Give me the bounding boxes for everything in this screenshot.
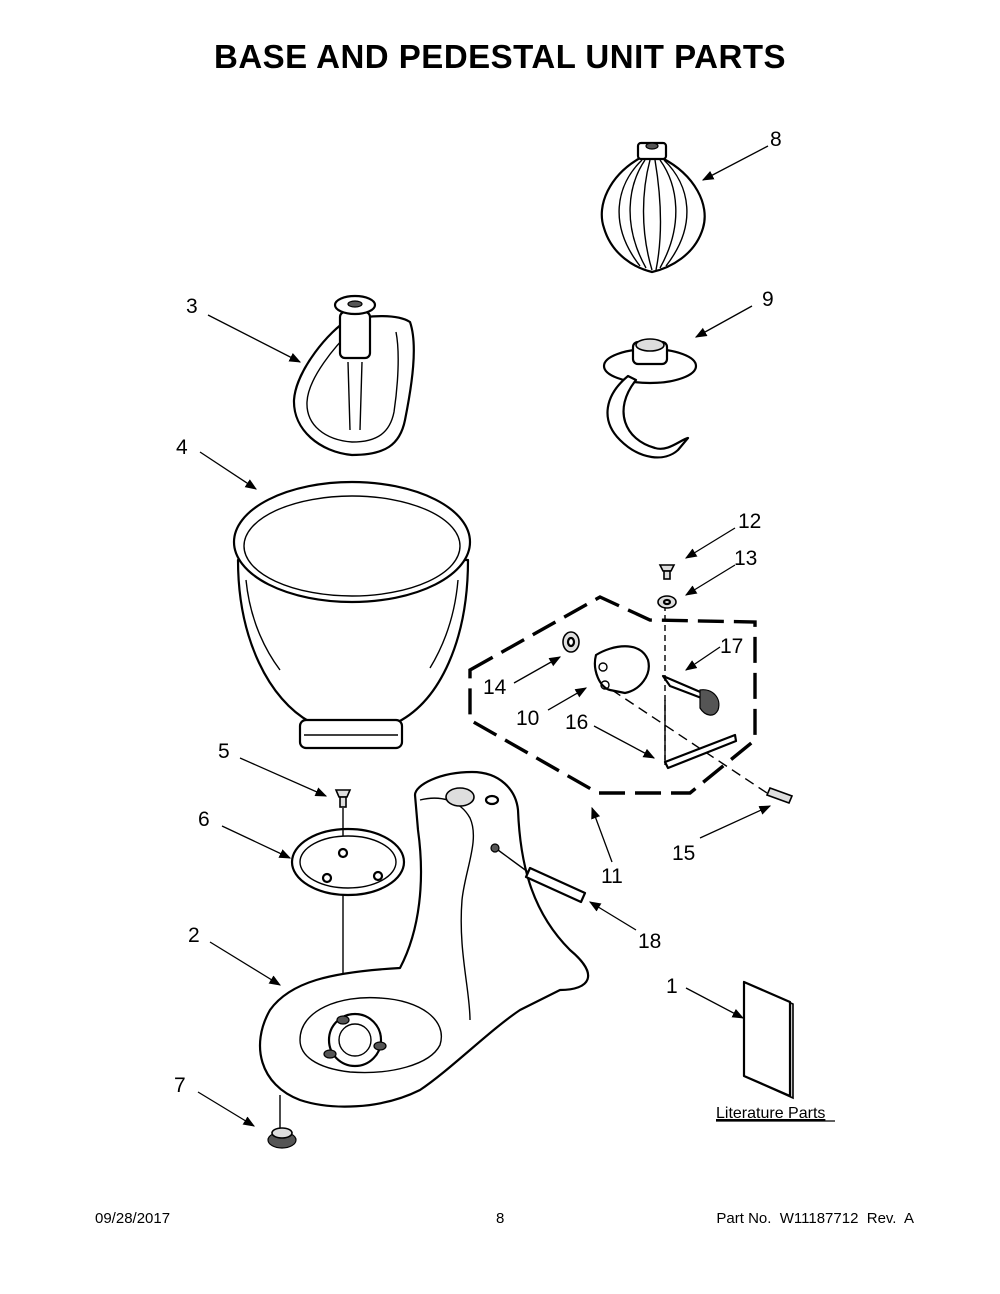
callout-2: 2 bbox=[188, 924, 200, 947]
wire-whip-part bbox=[600, 141, 706, 274]
literature-parts-label: Literature Parts bbox=[716, 1105, 825, 1122]
page-title: BASE AND PEDESTAL UNIT PARTS bbox=[214, 38, 786, 75]
callout-13: 13 bbox=[734, 547, 757, 570]
leader-arrows bbox=[197, 145, 772, 1127]
washer-part-14 bbox=[562, 631, 580, 653]
literature-part bbox=[742, 980, 794, 1100]
washer-part-13 bbox=[657, 595, 677, 609]
mixing-bowl-part bbox=[232, 480, 472, 750]
footer-page-number: 8 bbox=[496, 1210, 505, 1227]
callout-18: 18 bbox=[638, 930, 661, 953]
callout-11: 11 bbox=[601, 865, 623, 888]
callout-6: 6 bbox=[198, 808, 210, 831]
callout-4: 4 bbox=[176, 436, 188, 459]
base-pedestal-part bbox=[258, 770, 590, 1108]
callout-16: 16 bbox=[565, 711, 588, 734]
flat-beater-part bbox=[292, 294, 415, 457]
callout-10: 10 bbox=[516, 707, 539, 730]
callout-12: 12 bbox=[738, 510, 761, 533]
callout-5: 5 bbox=[218, 740, 230, 763]
screw-part-12 bbox=[658, 564, 676, 580]
footer-date: 09/28/2017 bbox=[95, 1210, 171, 1227]
pin-part-18 bbox=[497, 849, 587, 904]
callout-8: 8 bbox=[770, 128, 782, 151]
pin-part-15 bbox=[765, 786, 794, 805]
callout-17: 17 bbox=[720, 635, 743, 658]
hinge-assembly-group bbox=[468, 595, 771, 796]
screw-part-5 bbox=[334, 789, 352, 808]
callout-9: 9 bbox=[762, 288, 774, 311]
callout-15: 15 bbox=[672, 842, 695, 865]
callout-7: 7 bbox=[174, 1074, 186, 1097]
callout-3: 3 bbox=[186, 295, 198, 318]
callout-1: 1 bbox=[666, 975, 678, 998]
callout-14: 14 bbox=[483, 676, 507, 699]
dough-hook-part bbox=[602, 338, 698, 459]
footer-part-number: Part No. W11187712 Rev. A bbox=[716, 1210, 914, 1227]
clamp-plate-part bbox=[290, 808, 406, 1010]
rubber-foot-part bbox=[267, 1095, 297, 1149]
